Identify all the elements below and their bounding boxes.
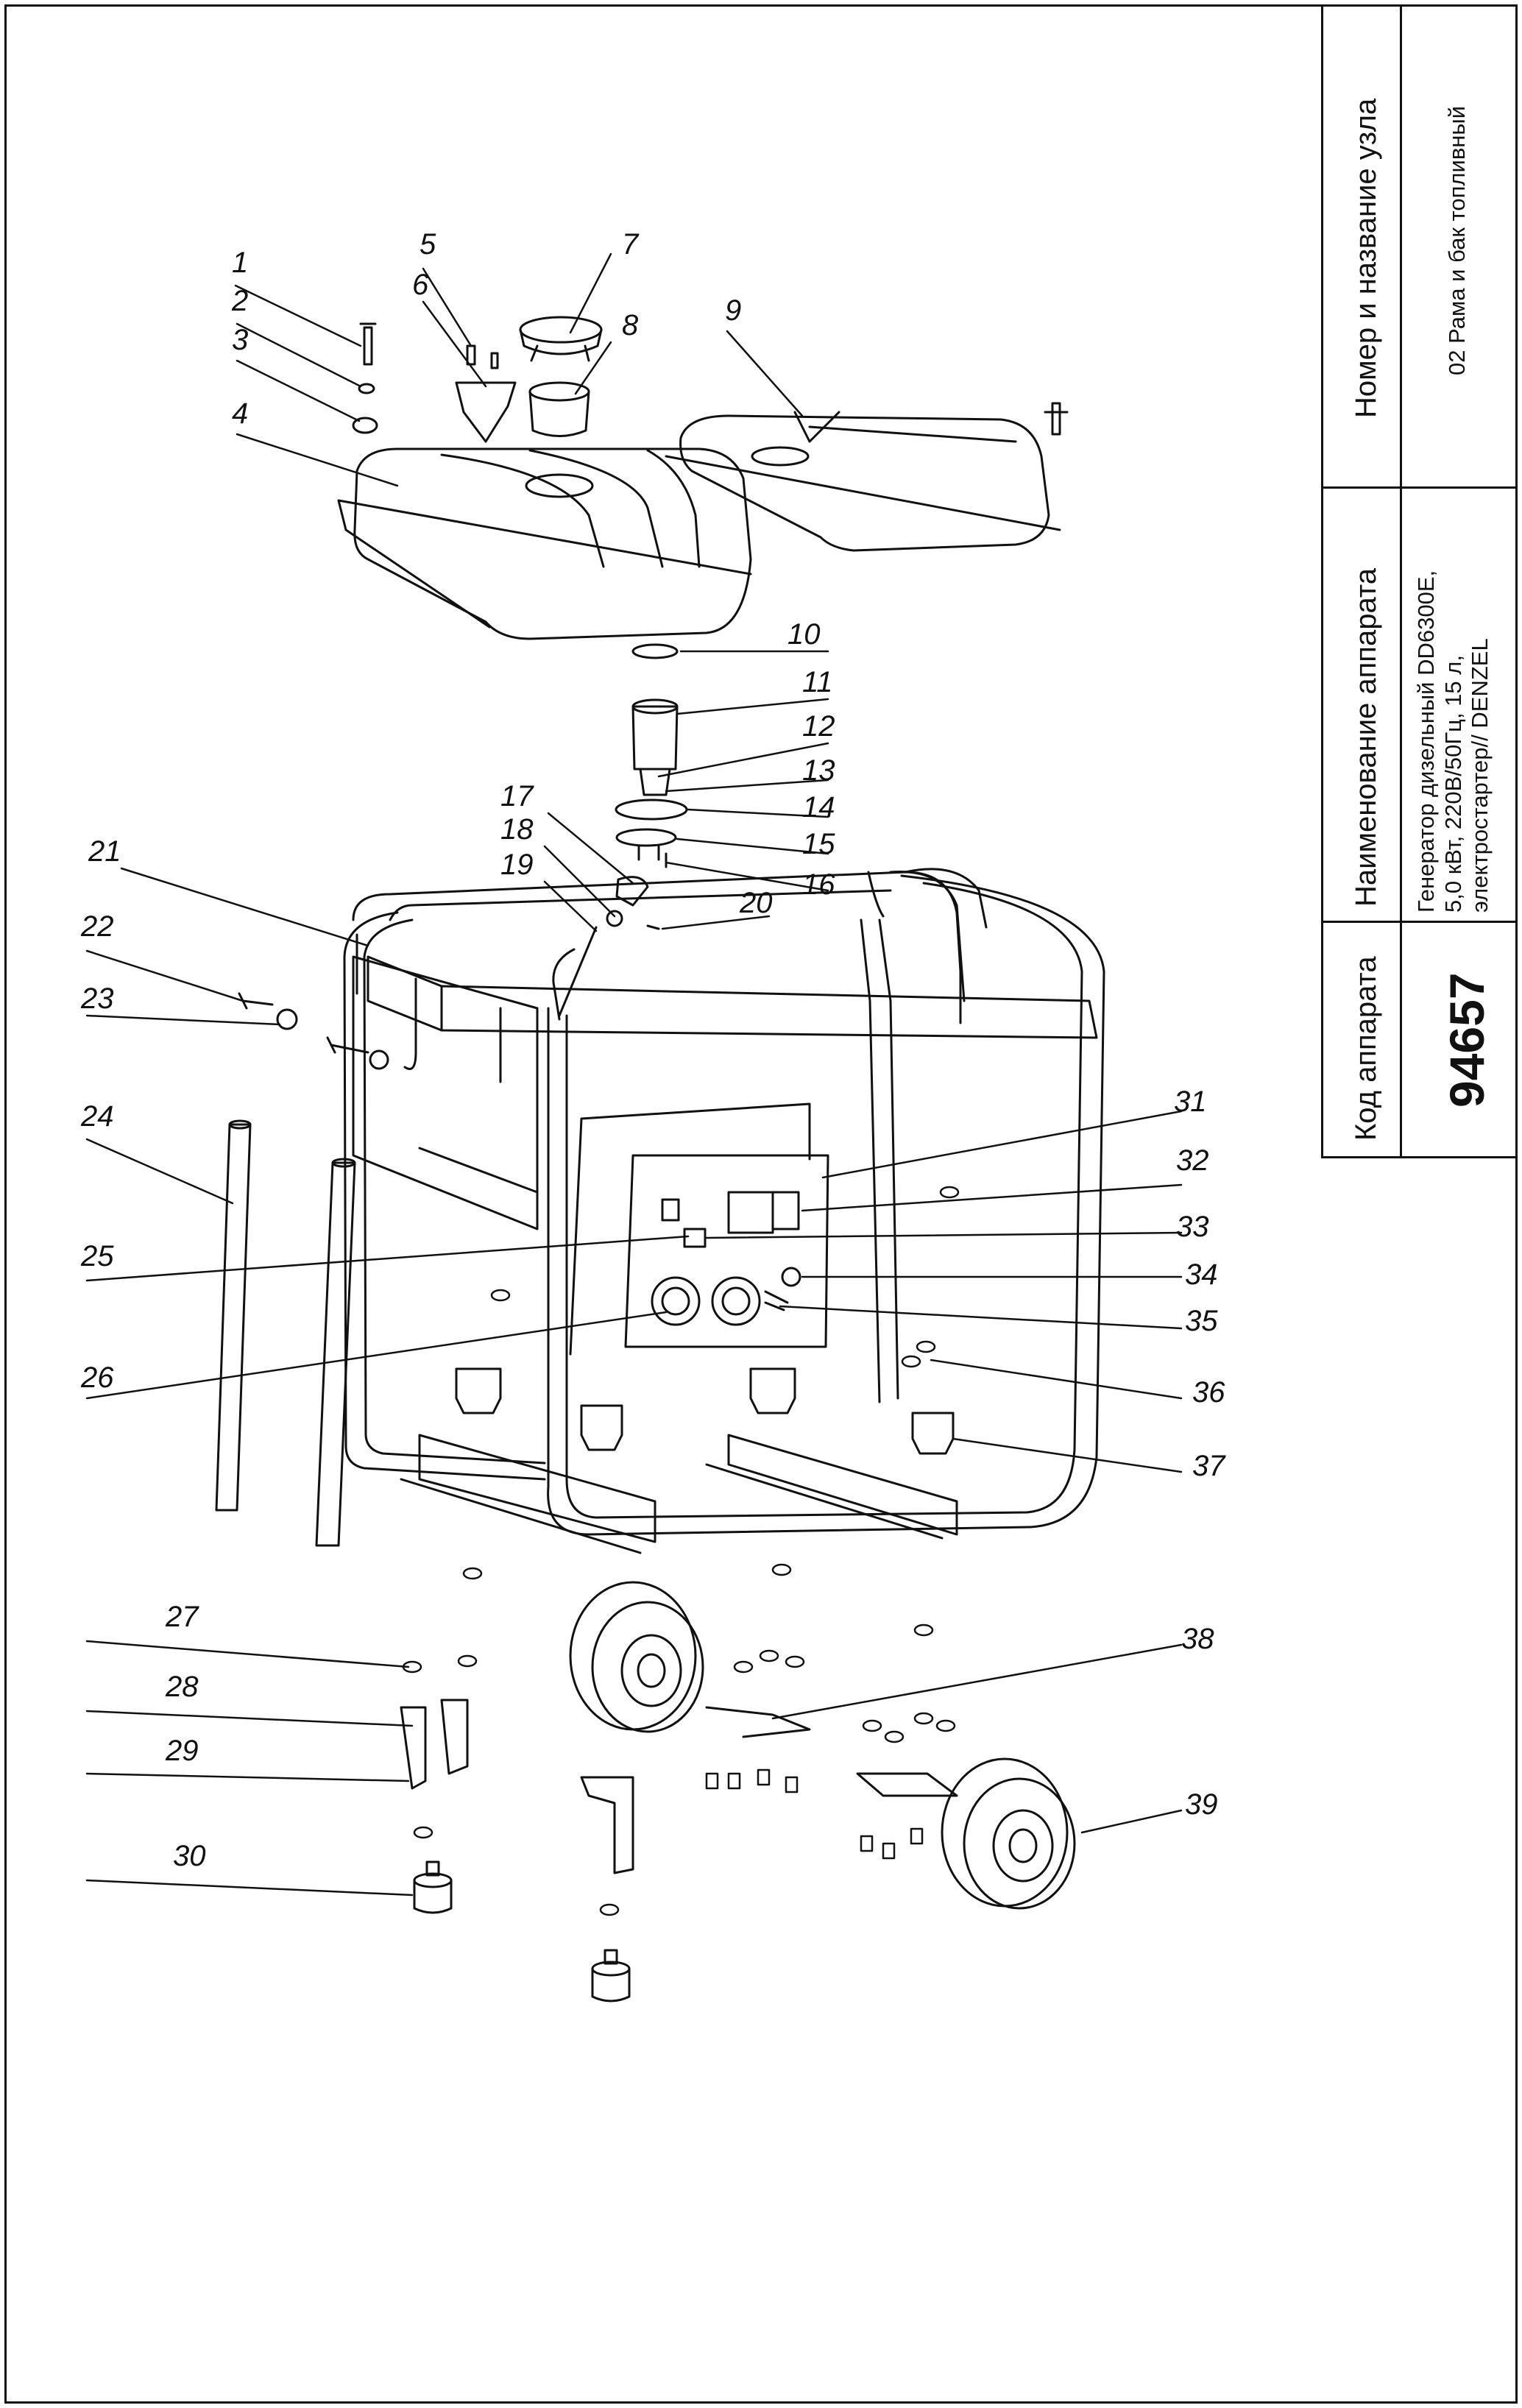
callout-4: 4 — [232, 397, 248, 430]
callout-6: 6 — [412, 269, 429, 301]
callout-18: 18 — [500, 813, 534, 846]
main-frame — [343, 868, 1105, 1536]
callout-labels: 1 2 3 4 5 6 7 8 9 10 11 12 13 14 15 16 1… — [80, 228, 1226, 1872]
base-rails — [400, 1434, 958, 1554]
nuts — [402, 1186, 960, 1916]
callout-32: 32 — [1176, 1144, 1209, 1177]
tank-cover — [665, 411, 1061, 552]
callout-16: 16 — [802, 868, 835, 901]
callout-29: 29 — [165, 1735, 199, 1767]
node-header: Номер и название узла — [1350, 98, 1382, 418]
rubber-feet — [413, 1860, 631, 2002]
callout-34: 34 — [1185, 1258, 1218, 1291]
callout-31: 31 — [1174, 1086, 1207, 1118]
callout-24: 24 — [80, 1100, 114, 1133]
code-value: 94657 — [1440, 972, 1494, 1108]
callout-11: 11 — [802, 666, 833, 698]
callout-39: 39 — [1185, 1788, 1218, 1821]
callout-25: 25 — [80, 1240, 114, 1272]
foot-brackets — [400, 1699, 634, 1874]
control-panel — [569, 1102, 829, 1356]
callout-9: 9 — [725, 294, 741, 327]
name-header: Наименование аппарата — [1350, 568, 1382, 907]
callout-37: 37 — [1192, 1450, 1226, 1482]
exploded-view-drawing: 1 2 3 4 5 6 7 8 9 10 11 12 13 14 15 16 1… — [80, 228, 1226, 2002]
node-value: 02 Рама и бак топливный — [1444, 105, 1470, 375]
name-line-3: электростартер// DENZEL — [1467, 638, 1493, 913]
callout-12: 12 — [802, 710, 835, 743]
battery-box — [352, 955, 539, 1230]
handle-tubes — [215, 1119, 356, 1547]
callout-35: 35 — [1185, 1305, 1218, 1337]
callout-1: 1 — [232, 247, 248, 279]
filler-cap — [519, 316, 603, 362]
callout-27: 27 — [165, 1601, 199, 1633]
callout-3: 3 — [232, 324, 248, 356]
callout-28: 28 — [165, 1671, 199, 1703]
title-block — [1321, 4, 1518, 1158]
callout-13: 13 — [802, 754, 835, 787]
sheet-border — [4, 4, 1518, 2404]
cap-bracket — [455, 381, 517, 443]
callout-10: 10 — [787, 618, 821, 651]
callout-19: 19 — [500, 849, 534, 881]
callout-33: 33 — [1176, 1211, 1209, 1243]
fuel-tank — [337, 447, 752, 640]
side-bolts — [238, 992, 389, 1070]
callout-8: 8 — [622, 309, 639, 341]
callout-15: 15 — [802, 828, 835, 860]
name-value: Генератор дизельный DD6300E, 5,0 кВт, 22… — [1413, 570, 1494, 913]
callout-30: 30 — [173, 1840, 206, 1872]
name-line-2: 5,0 кВт, 220В/50Гц, 15 л, — [1440, 655, 1466, 913]
callout-17: 17 — [500, 780, 534, 812]
callout-26: 26 — [80, 1361, 114, 1394]
callout-38: 38 — [1181, 1623, 1214, 1655]
name-line-1: Генератор дизельный DD6300E, — [1413, 570, 1439, 913]
callout-22: 22 — [80, 910, 114, 943]
fuel-strainer — [528, 381, 590, 437]
wheel-left — [569, 1581, 811, 1738]
leader-lines — [85, 252, 1183, 1897]
callout-21: 21 — [88, 835, 121, 868]
callout-2: 2 — [231, 285, 248, 317]
callout-23: 23 — [80, 982, 114, 1015]
callout-14: 14 — [802, 791, 835, 824]
engine-mounts — [455, 1367, 955, 1455]
code-header: Код аппарата — [1350, 956, 1382, 1141]
callout-5: 5 — [420, 228, 436, 261]
callout-36: 36 — [1192, 1376, 1225, 1409]
top-fasteners — [352, 322, 1069, 436]
fuel-valve-stack — [558, 643, 688, 1017]
wheel-right — [856, 1757, 1076, 1910]
callout-7: 7 — [622, 228, 640, 261]
callout-20: 20 — [739, 887, 773, 919]
